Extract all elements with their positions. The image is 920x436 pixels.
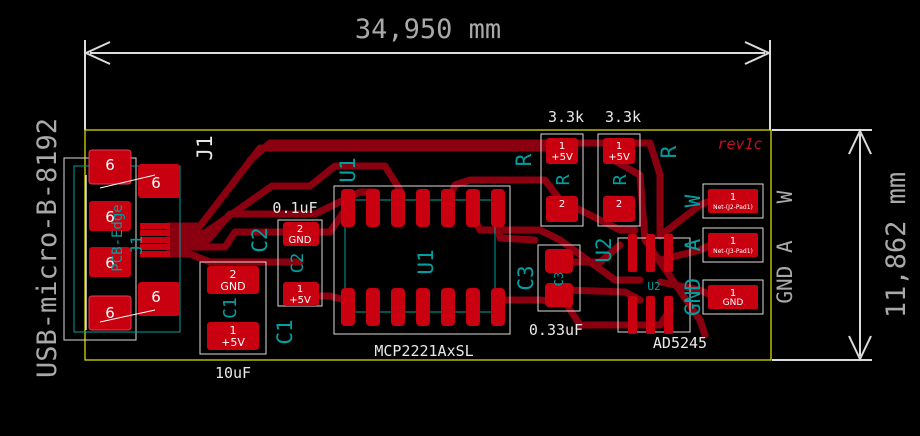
- connector-model-label: USB-micro-B-8192: [32, 118, 63, 378]
- j1-shell-pads: [88, 149, 180, 331]
- u1-fab-reference: U1: [414, 249, 438, 274]
- header-connector: 1 Net-(J2-Pad1) 1 Net-(J3-Pad1) 1 GND W …: [681, 183, 797, 316]
- r2-pad1-number: 1: [616, 141, 622, 152]
- u1-value: MCP2221AxSL: [374, 342, 473, 360]
- j1-pad-label: 6: [105, 208, 115, 226]
- u1-pads: [341, 189, 505, 326]
- width-dimension-label: 34,950 mm: [355, 14, 501, 45]
- c2-pad2-number: 2: [297, 224, 303, 235]
- r1-pad1-number: 1: [559, 141, 565, 152]
- u2-chip: U2 U2 AD5245: [592, 234, 707, 352]
- c2-pad1-number: 1: [297, 284, 303, 295]
- c2-fab-reference: C2: [288, 253, 308, 273]
- header-pad-net: GND: [723, 298, 744, 308]
- u2-fab-reference: U2: [647, 280, 660, 293]
- header-pad-number: 1: [730, 236, 736, 247]
- revision-label: rev1c: [717, 135, 762, 153]
- header-pad-number: 1: [730, 288, 736, 299]
- r1-value: 3.3k: [548, 108, 584, 126]
- header-pin-gnd-label: GND: [681, 278, 705, 316]
- r1-pad1-net: +5V: [551, 152, 573, 163]
- c3-fab-reference: C3: [552, 272, 566, 286]
- c3-capacitor: C3 C3 0.33uF: [514, 244, 583, 339]
- r1-resistor: 1 +5V 2 R R 3.3k: [512, 108, 584, 227]
- j1-pad-label: 6: [105, 304, 115, 322]
- c2-pad2-net: GND: [289, 235, 312, 246]
- r2-pad2-number: 2: [616, 199, 622, 210]
- j1-pad-label: 6: [151, 288, 161, 306]
- c1-pad2-number: 2: [230, 268, 237, 281]
- board-outline: [84, 129, 772, 361]
- height-dimension-label: 11,862 mm: [881, 172, 912, 318]
- u2-reference: U2: [592, 237, 616, 262]
- header-pin-a-label: A: [681, 238, 705, 251]
- c3-reference: C3: [514, 265, 538, 290]
- c3-value: 0.33uF: [529, 321, 583, 339]
- u2-value: AD5245: [653, 334, 707, 352]
- j1-fab-reference: J1: [127, 235, 146, 254]
- u1-chip: U1 U1 MCP2221AxSL: [333, 157, 511, 360]
- c2-reference: C2: [248, 227, 272, 252]
- width-dimension: [83, 40, 772, 130]
- r2-pad1-net: +5V: [608, 152, 630, 163]
- header-pad-net: Net-(J2-Pad1): [713, 204, 753, 211]
- j1-pad-label: 6: [105, 156, 115, 174]
- c2-pad1-net: +5V: [289, 295, 311, 306]
- header-silk-w-label: W: [773, 190, 797, 203]
- header-pad-net: Net-(J3-Pad1): [713, 248, 753, 255]
- j1-pad-label: 6: [151, 174, 161, 192]
- c1-fab-reference: C1: [220, 297, 241, 319]
- j1-signal-pads: [140, 223, 170, 257]
- header-pin-w-label: W: [681, 194, 705, 207]
- c1-pad1-net: +5V: [221, 336, 245, 349]
- r2-reference: R: [657, 145, 681, 158]
- u2-pads: [628, 234, 673, 334]
- c2-capacitor: C2 2 GND 1 +5V C2 0.1uF: [248, 199, 323, 307]
- height-dimension: [772, 128, 872, 362]
- u1-reference: U1: [336, 157, 360, 182]
- c1-pad2-net: GND: [220, 280, 245, 293]
- c2-value: 0.1uF: [272, 199, 317, 217]
- r2-fab-reference: R: [610, 174, 631, 185]
- c1-reference: C1: [273, 319, 297, 344]
- pcb-edge-label: PCB-Edge: [110, 204, 126, 271]
- j1-usb-connector: 6 6 6 6 6 6 PCB-Edge J1 J1: [63, 135, 217, 341]
- j1-pad-label: 6: [105, 254, 115, 272]
- c1-value: 10uF: [215, 364, 251, 382]
- header-silk-gnd-a-label: GND A: [773, 240, 797, 304]
- c1-capacitor: C1 2 GND 1 +5V C1 10uF: [199, 261, 297, 382]
- r1-fab-reference: R: [553, 174, 574, 185]
- c1-pad1-number: 1: [230, 324, 237, 337]
- r1-pad2-number: 2: [559, 199, 565, 210]
- r2-resistor: 1 +5V 2 R R 3.3k: [597, 108, 681, 227]
- j1-reference: J1: [193, 135, 217, 160]
- header-pad-number: 1: [730, 192, 736, 203]
- r2-value: 3.3k: [605, 108, 641, 126]
- r1-reference: R: [512, 153, 536, 166]
